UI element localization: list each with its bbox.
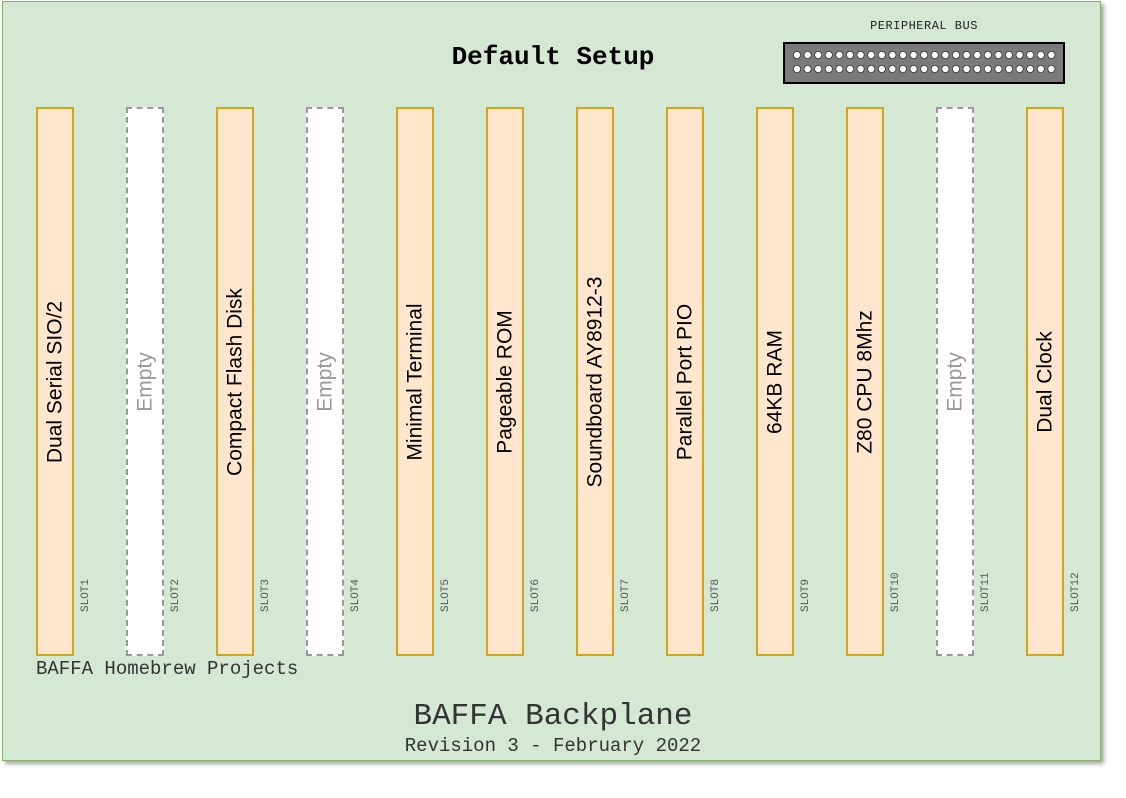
slot-1-card[interactable]: Dual Serial SIO/2 xyxy=(36,107,74,656)
bus-pin xyxy=(792,64,801,73)
bus-pin xyxy=(909,64,918,73)
bus-pin xyxy=(899,51,908,59)
slot-5-card[interactable]: Minimal Terminal xyxy=(396,107,434,656)
bus-pin xyxy=(951,64,960,73)
slot-3-card[interactable]: Compact Flash Disk xyxy=(216,107,254,656)
slot-card-label: Minimal Terminal xyxy=(403,302,427,461)
bus-pin xyxy=(877,51,886,59)
slot-4-card[interactable]: Empty xyxy=(306,107,344,656)
slot-card-label: Empty xyxy=(313,351,337,412)
bus-pin xyxy=(1036,64,1045,73)
bus-pin xyxy=(877,64,886,73)
slot-9-card[interactable]: 64KB RAM xyxy=(756,107,794,656)
slot-tag: SLOT5 xyxy=(440,578,452,612)
bus-pin xyxy=(824,51,833,59)
bus-pin xyxy=(888,51,897,59)
bus-pin xyxy=(846,64,855,73)
bus-pin xyxy=(814,64,823,73)
bus-pins-graphic xyxy=(792,51,1056,73)
bus-pin xyxy=(962,51,971,59)
slot-card-label: Dual Serial SIO/2 xyxy=(43,300,67,463)
bus-pin xyxy=(983,51,992,59)
bus-pin xyxy=(1047,64,1056,73)
bus-pin xyxy=(1004,64,1013,73)
slot-tag: SLOT11 xyxy=(980,572,992,612)
slot-card-label: Z80 CPU 8Mhz xyxy=(853,309,877,454)
bus-pin xyxy=(962,64,971,73)
slot-2-card[interactable]: Empty xyxy=(126,107,164,656)
bus-pin xyxy=(1026,51,1035,59)
bus-pin xyxy=(930,64,939,73)
revision-label: Revision 3 - February 2022 xyxy=(404,735,702,757)
slot-card-label: Soundboard AY8912-3 xyxy=(583,276,607,487)
slot-tag: SLOT7 xyxy=(620,578,632,612)
bus-pin xyxy=(983,64,992,73)
peripheral-bus-connector xyxy=(783,42,1065,84)
slot-tag: SLOT6 xyxy=(530,578,542,612)
bus-pin xyxy=(814,51,823,59)
slot-8-card[interactable]: Parallel Port PIO xyxy=(666,107,704,656)
bus-pin xyxy=(835,51,844,59)
bus-pin xyxy=(835,64,844,73)
slot-card-label: Pageable ROM xyxy=(493,309,517,454)
backplane-board: Default Setup PERIPHERAL BUS Dual Serial… xyxy=(2,1,1101,761)
bus-pin xyxy=(846,51,855,59)
bus-pin xyxy=(856,51,865,59)
bus-pin xyxy=(888,64,897,73)
brand-label: BAFFA Homebrew Projects xyxy=(36,658,299,680)
bus-pin xyxy=(930,51,939,59)
slot-card-label: 64KB RAM xyxy=(763,329,787,434)
backplane-title: BAFFA Backplane xyxy=(413,699,693,734)
bus-pin xyxy=(909,51,918,59)
slot-tag: SLOT12 xyxy=(1070,572,1082,612)
slot-tag: SLOT8 xyxy=(710,578,722,612)
bus-pin xyxy=(973,64,982,73)
slot-12-card[interactable]: Dual Clock xyxy=(1026,107,1064,656)
bus-pin xyxy=(1036,51,1045,59)
slot-tag: SLOT2 xyxy=(170,578,182,612)
slot-6-card[interactable]: Pageable ROM xyxy=(486,107,524,656)
slot-card-label: Compact Flash Disk xyxy=(223,287,247,476)
slot-card-label: Parallel Port PIO xyxy=(673,303,697,460)
bus-pin xyxy=(867,64,876,73)
slot-7-card[interactable]: Soundboard AY8912-3 xyxy=(576,107,614,656)
bus-pin xyxy=(824,64,833,73)
bus-pin xyxy=(994,51,1003,59)
bus-pin xyxy=(994,64,1003,73)
slot-tag: SLOT1 xyxy=(80,578,92,612)
slot-tag: SLOT10 xyxy=(890,572,902,612)
bus-pin xyxy=(1015,64,1024,73)
diagram-title: Default Setup xyxy=(451,42,655,72)
bus-pin xyxy=(899,64,908,73)
bus-pin xyxy=(792,51,801,59)
bus-pin xyxy=(951,51,960,59)
slot-tag: SLOT4 xyxy=(350,578,362,612)
bus-pin xyxy=(867,51,876,59)
slot-tag: SLOT3 xyxy=(260,578,272,612)
bus-pin xyxy=(856,64,865,73)
slot-card-label: Empty xyxy=(943,351,967,412)
bus-pin xyxy=(1047,51,1056,59)
slot-10-card[interactable]: Z80 CPU 8Mhz xyxy=(846,107,884,656)
bus-pin xyxy=(941,64,950,73)
bus-pin xyxy=(973,51,982,59)
bus-pin xyxy=(1015,51,1024,59)
slot-11-card[interactable]: Empty xyxy=(936,107,974,656)
slot-card-label: Dual Clock xyxy=(1033,330,1057,433)
bus-pin xyxy=(920,64,929,73)
slot-tag: SLOT9 xyxy=(800,578,812,612)
bus-pin xyxy=(920,51,929,59)
bus-pin xyxy=(1004,51,1013,59)
bus-pin xyxy=(941,51,950,59)
bus-pin xyxy=(803,64,812,73)
bus-pin xyxy=(803,51,812,59)
bus-pin xyxy=(1026,64,1035,73)
slot-card-label: Empty xyxy=(133,351,157,412)
peripheral-bus-label: PERIPHERAL BUS xyxy=(870,19,978,33)
